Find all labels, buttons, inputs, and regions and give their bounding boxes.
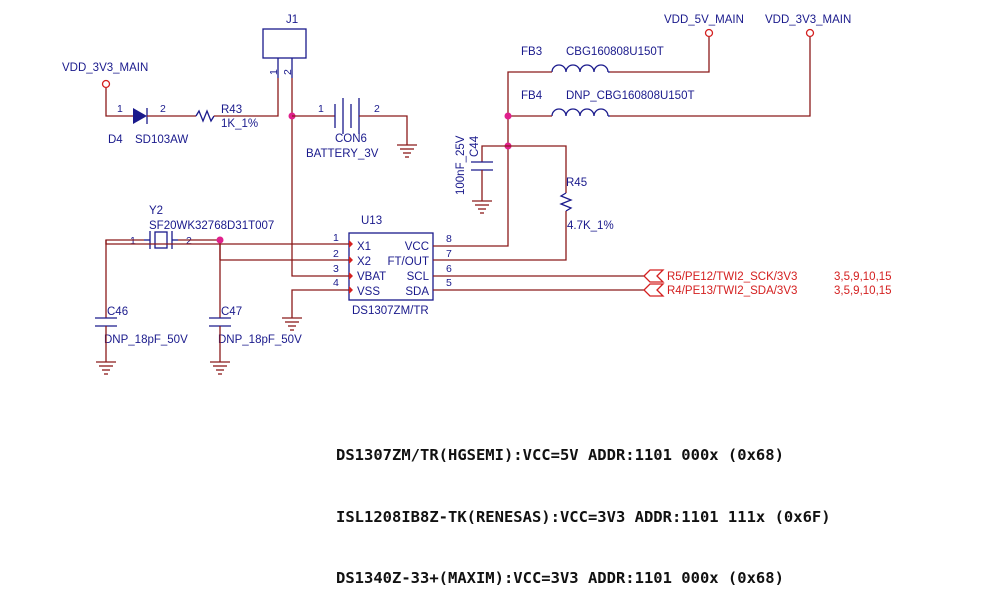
j1-pin2-label: 2: [282, 69, 294, 75]
offpage-connector-scl: R5/PE12/TWI2_SCK/3V3 3,5,9,10,15: [643, 269, 892, 283]
u13-pin2-num: 2: [333, 248, 339, 260]
d4-value: SD103AW: [135, 134, 188, 146]
note-line: ISL1208IB8Z-TK(RENESAS):VCC=3V3 ADDR:110…: [336, 507, 831, 526]
offpage-connector-sda: R4/PE13/TWI2_SDA/3V3 3,5,9,10,15: [643, 283, 892, 297]
u13-pin7-name: FT/OUT: [387, 256, 429, 268]
c47-value: DNP_18pF_50V: [218, 334, 302, 346]
fb4-value: DNP_CBG160808U150T: [566, 90, 695, 102]
wire-j1-to-vbat: [291, 78, 340, 277]
u13-ref: U13: [361, 215, 382, 227]
capacitor-c44: C44 100nF_25V: [455, 135, 493, 195]
fb3-ref: FB3: [521, 46, 542, 58]
con6-value: BATTERY_3V: [306, 148, 379, 160]
j1-ref: J1: [286, 14, 298, 26]
note-line: DS1340Z-33+(MAXIM):VCC=3V3 ADDR:1101 000…: [336, 569, 784, 587]
address-notes: DS1307ZM/TR(HGSEMI):VCC=5V ADDR:1101 000…: [336, 404, 831, 609]
fb3-value: CBG160808U150T: [566, 46, 664, 58]
wire-rail-to-r45: [508, 145, 567, 193]
u13-value: DS1307ZM/TR: [352, 305, 429, 317]
fb4-ref: FB4: [521, 90, 543, 102]
u13-pin2-name: X2: [357, 256, 371, 268]
wire-vdd-to-d4: [105, 88, 133, 117]
d4-pin2-label: 2: [160, 103, 166, 115]
c46-value: DNP_18pF_50V: [104, 334, 188, 346]
u13-pin3-num: 3: [333, 263, 339, 275]
vdd-3v3-right-label: VDD_3V3_MAIN: [765, 14, 851, 26]
wire-vcc-rail: [480, 71, 552, 247]
con6-pin1-label: 1: [318, 103, 324, 115]
offpage-scl-pages: 3,5,9,10,15: [834, 271, 892, 283]
u13-pin6-name: SCL: [407, 271, 430, 283]
c44-ref: C44: [469, 135, 481, 157]
vdd-5v-port: VDD_5V_MAIN: [664, 14, 744, 38]
wire-con6-to-gnd: [359, 115, 408, 145]
vdd-3v3-left-port: VDD_3V3_MAIN: [62, 62, 148, 89]
vdd-5v-label: VDD_5V_MAIN: [664, 14, 744, 26]
ic-u13: U13 DS1307ZM/TR 1 2 3 4 X1 X2 VBAT VSS 8…: [333, 215, 480, 317]
r43-ref: R43: [221, 104, 242, 116]
j1-pin1-label: 1: [268, 69, 280, 75]
u13-pin4-name: VSS: [357, 286, 380, 298]
capacitor-c47: C47 DNP_18pF_50V: [209, 306, 302, 346]
battery-con6: 1 2 CON6 BATTERY_3V: [306, 98, 380, 160]
d4-ref: D4: [108, 134, 123, 146]
ferrite-fb4: FB4 DNP_CBG160808U150T: [521, 90, 695, 117]
u13-pin1-name: X1: [357, 241, 371, 253]
con6-ref: CON6: [335, 133, 367, 145]
offpage-sda-pages: 3,5,9,10,15: [834, 285, 892, 297]
y2-value: SF20WK32768D31T007: [149, 220, 274, 232]
c46-ref: C46: [107, 306, 128, 318]
wire-3v3-to-fb4: [610, 37, 811, 117]
d4-pin1-label: 1: [117, 103, 123, 115]
r45-ref: R45: [566, 177, 587, 189]
ferrite-fb3: FB3 CBG160808U150T: [521, 46, 664, 73]
wire-y2-to-c47: [178, 239, 221, 318]
note-line: DS1307ZM/TR(HGSEMI):VCC=5V ADDR:1101 000…: [336, 446, 784, 464]
junction-x2: [216, 236, 224, 244]
vdd-3v3-right-port: VDD_3V3_MAIN: [765, 14, 851, 38]
wire-vss-to-gnd: [291, 289, 340, 318]
ground-icon: [96, 361, 116, 375]
offpage-scl-label: R5/PE12/TWI2_SCK/3V3: [667, 271, 797, 283]
offpage-sda-label: R4/PE13/TWI2_SDA/3V3: [667, 285, 797, 297]
u13-pin3-name: VBAT: [357, 271, 386, 283]
wire-r43-to-j1: [214, 78, 279, 117]
ground-icon: [397, 144, 417, 158]
wire-5v-to-fb3: [610, 37, 710, 73]
u13-pin5-name: SDA: [405, 286, 429, 298]
y2-pin1-label: 1: [130, 235, 136, 247]
capacitor-c46: C46 DNP_18pF_50V: [95, 306, 188, 346]
u13-pin8-name: VCC: [405, 241, 429, 253]
crystal-y2: Y2 SF20WK32768D31T007 1 2: [130, 205, 274, 249]
y2-ref: Y2: [149, 205, 163, 217]
u13-pin7-num: 7: [446, 248, 452, 260]
u13-pin5-num: 5: [446, 277, 452, 289]
ground-icon: [472, 200, 492, 214]
r45-value: 4.7K_1%: [567, 220, 614, 232]
con6-pin2-label: 2: [374, 103, 380, 115]
u13-pin8-num: 8: [446, 233, 452, 245]
junction-fb4: [504, 112, 512, 120]
header-j1: J1 1 2: [262, 14, 307, 78]
schematic-canvas: VDD_3V3_MAIN 1 2 D4 SD103AW R43 1K_1% J1…: [62, 14, 892, 375]
ground-icon: [210, 361, 230, 375]
resistor-r43: R43 1K_1%: [195, 104, 258, 130]
ground-icon: [282, 317, 302, 331]
r43-value: 1K_1%: [221, 118, 258, 130]
y2-pin2-label: 2: [186, 235, 192, 247]
wire-x1: [105, 240, 340, 245]
c47-ref: C47: [221, 306, 242, 318]
wire-rail-to-c44: [481, 145, 508, 162]
wire-r45-to-ftout: [480, 211, 567, 261]
vdd-3v3-left-label: VDD_3V3_MAIN: [62, 62, 148, 74]
u13-pin1-num: 1: [333, 232, 339, 244]
diode-d4: 1 2 D4 SD103AW: [108, 103, 188, 146]
u13-pin6-num: 6: [446, 263, 452, 275]
c44-value: 100nF_25V: [455, 135, 467, 195]
u13-pin4-num: 4: [333, 277, 339, 289]
resistor-r45: R45 4.7K_1%: [559, 177, 614, 232]
